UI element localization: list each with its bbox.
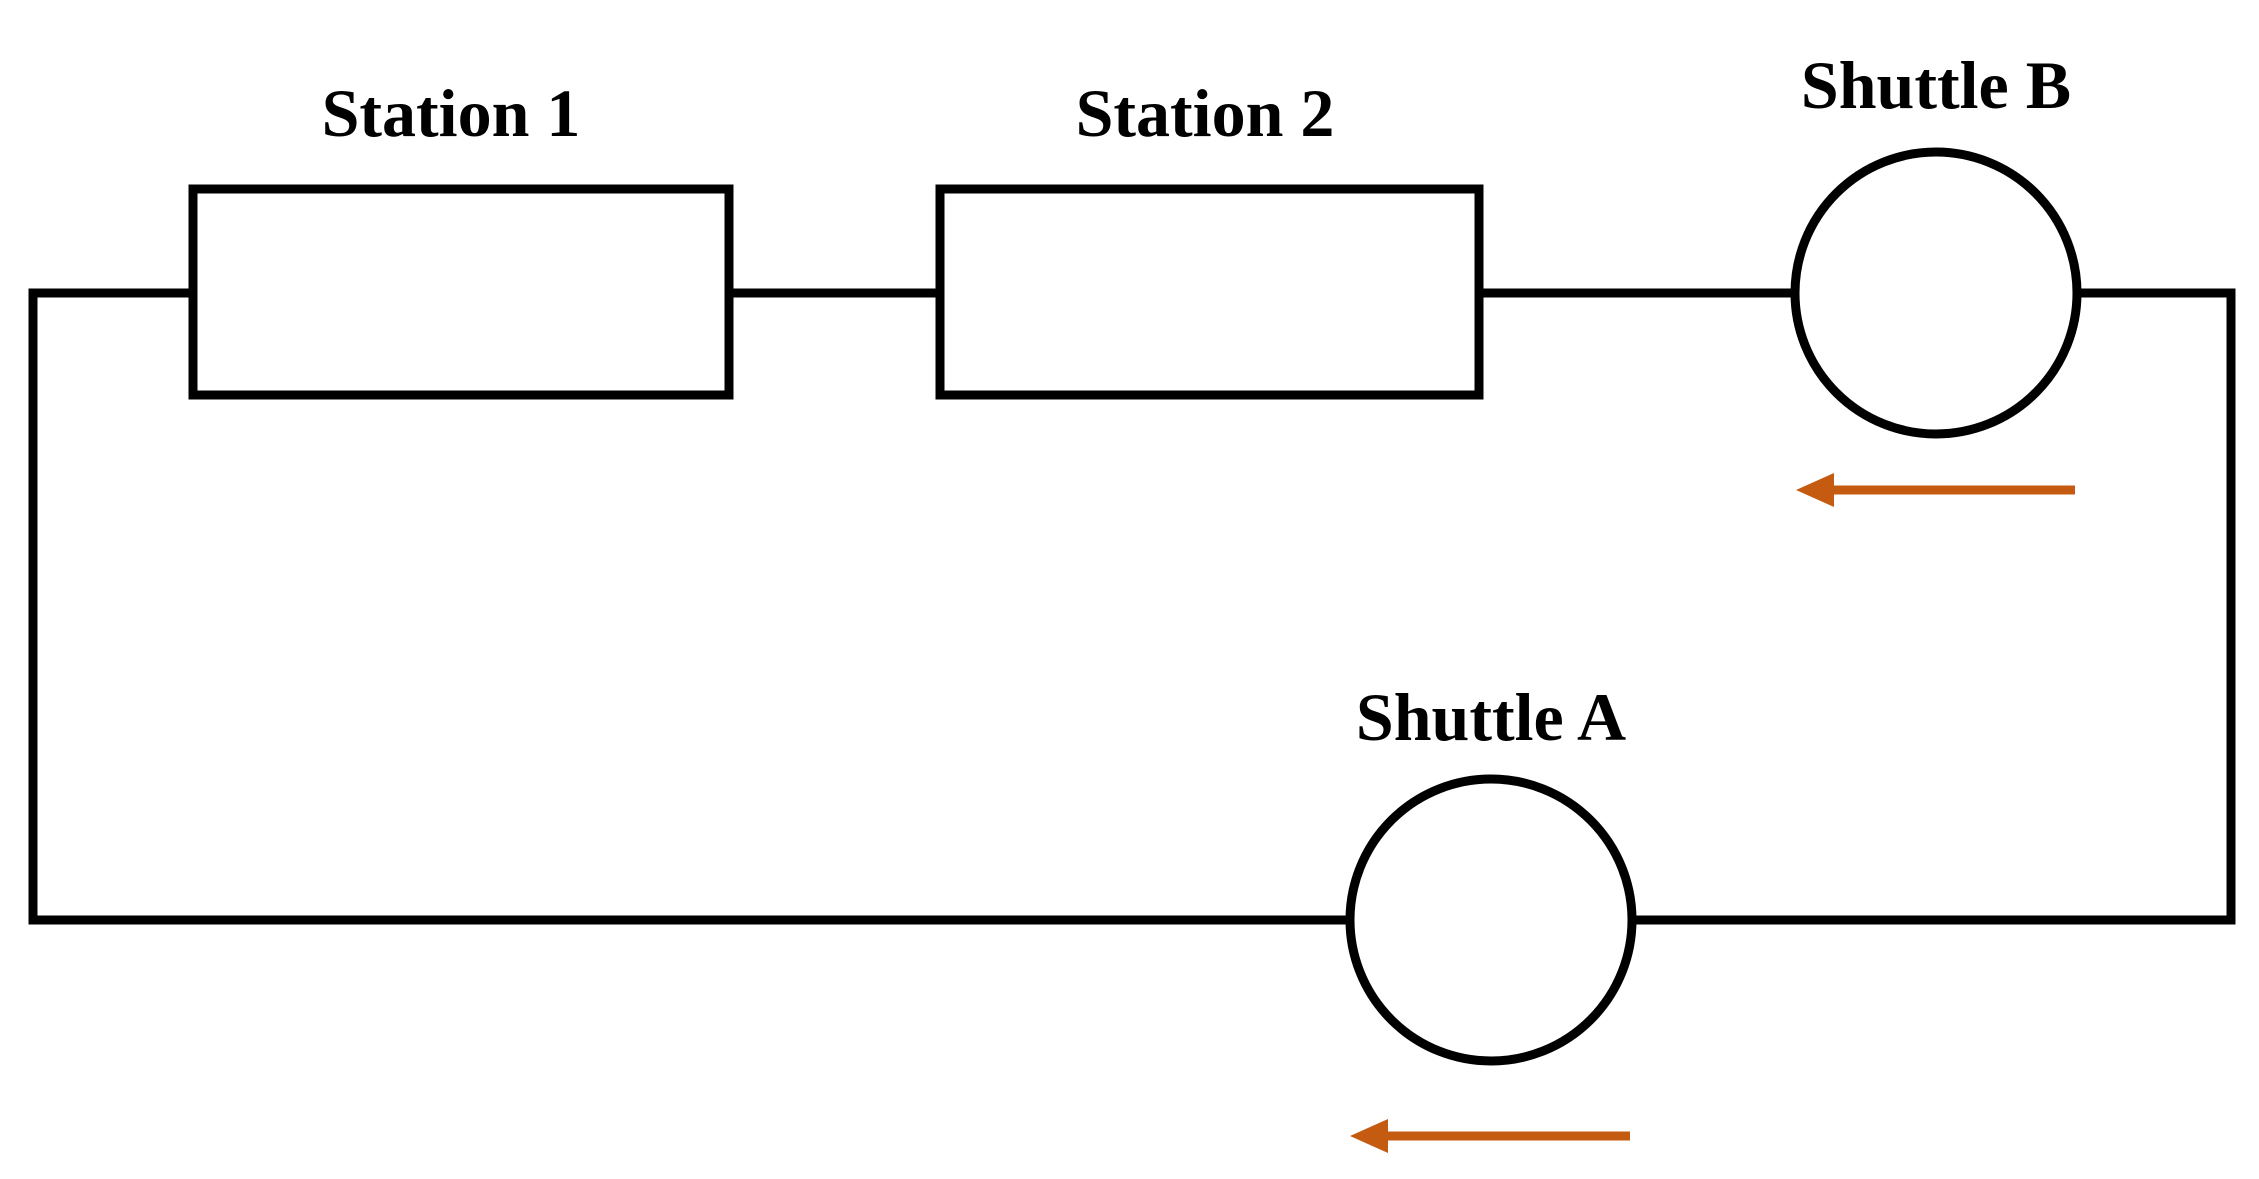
station-2-label: Station 2 bbox=[1076, 75, 1335, 151]
station-2-block bbox=[935, 184, 1484, 400]
shuttle-b-direction-arrow-icon bbox=[1796, 473, 2075, 507]
shuttle-a-node bbox=[1345, 774, 1637, 1066]
shuttle-a-direction-arrow-icon bbox=[1350, 1119, 1630, 1153]
station-1-block bbox=[188, 184, 734, 400]
track-loop bbox=[28, 288, 2236, 925]
shuttle-b-node bbox=[1790, 147, 2082, 439]
shuttle-b-label: Shuttle B bbox=[1801, 47, 2071, 123]
track-segment-right bbox=[1633, 288, 2236, 925]
track-segment-top-left bbox=[28, 288, 1349, 925]
shuttle-a-label: Shuttle A bbox=[1356, 679, 1626, 755]
station-1-label: Station 1 bbox=[322, 75, 581, 151]
